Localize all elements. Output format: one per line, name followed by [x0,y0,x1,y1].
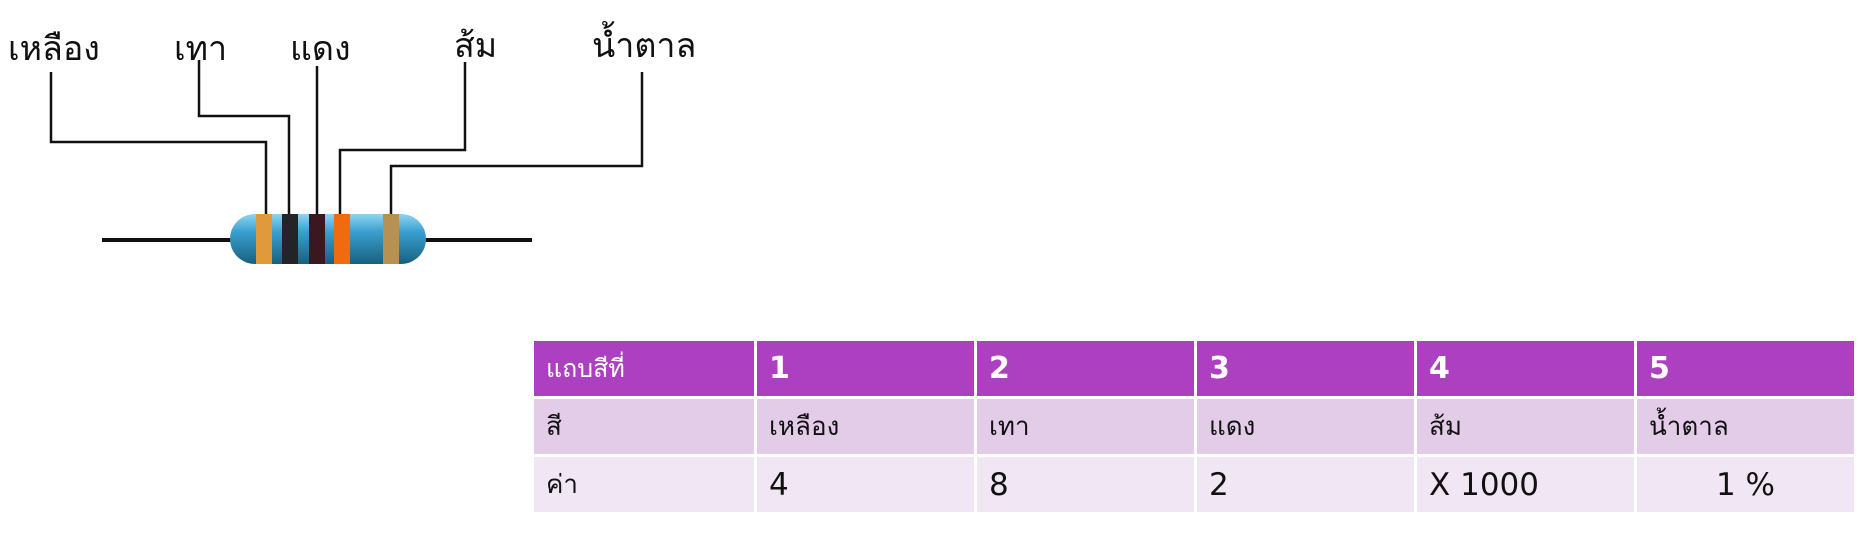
table-header-row: แถบสีที่ 1 2 3 4 5 [534,341,1854,396]
value-cell-5: 1 % [1637,457,1854,512]
color-cell-5: น้ำตาล [1637,399,1854,454]
color-cell-4: ส้ม [1417,399,1634,454]
row-label-color: สี [534,399,754,454]
color-cell-2: เทา [977,399,1194,454]
resistor-diagram: เหลือง เทา แดง ส้ม น้ำตาล [8,21,696,264]
band-1-yellow [256,214,272,264]
band-label-5: น้ำตาล [592,21,696,66]
band-label-2: เทา [174,29,227,69]
table-row-color: สี เหลือง เทา แดง ส้ม น้ำตาล [534,399,1854,454]
band-value-table: แถบสีที่ 1 2 3 4 5 สี เหลือง เทา แดง ส้ม… [531,338,1857,515]
band-2-gray [282,214,298,264]
color-cell-1: เหลือง [757,399,974,454]
header-cell-band-number: แถบสีที่ [534,341,754,396]
header-cell-4: 4 [1417,341,1634,396]
header-cell-5: 5 [1637,341,1854,396]
band-label-3: แดง [290,29,351,69]
value-cell-1: 4 [757,457,974,512]
band-label-4: ส้ม [454,26,497,66]
band-5-brown [383,214,399,264]
band-4-orange [334,214,350,264]
table-row-value: ค่า 4 8 2 X 1000 1 % [534,457,1854,512]
header-cell-3: 3 [1197,341,1414,396]
leader-line-4 [338,62,467,214]
header-cell-1: 1 [757,341,974,396]
leader-line-2 [197,60,291,214]
band-3-red [309,214,325,264]
leader-line-1 [49,72,268,214]
header-cell-2: 2 [977,341,1194,396]
color-cell-3: แดง [1197,399,1414,454]
value-cell-2: 8 [977,457,1194,512]
value-cell-4: X 1000 [1417,457,1634,512]
band-label-1: เหลือง [8,29,100,69]
value-cell-3: 2 [1197,457,1414,512]
row-label-value: ค่า [534,457,754,512]
resistor-body [230,214,426,264]
leader-line-5 [389,72,644,214]
